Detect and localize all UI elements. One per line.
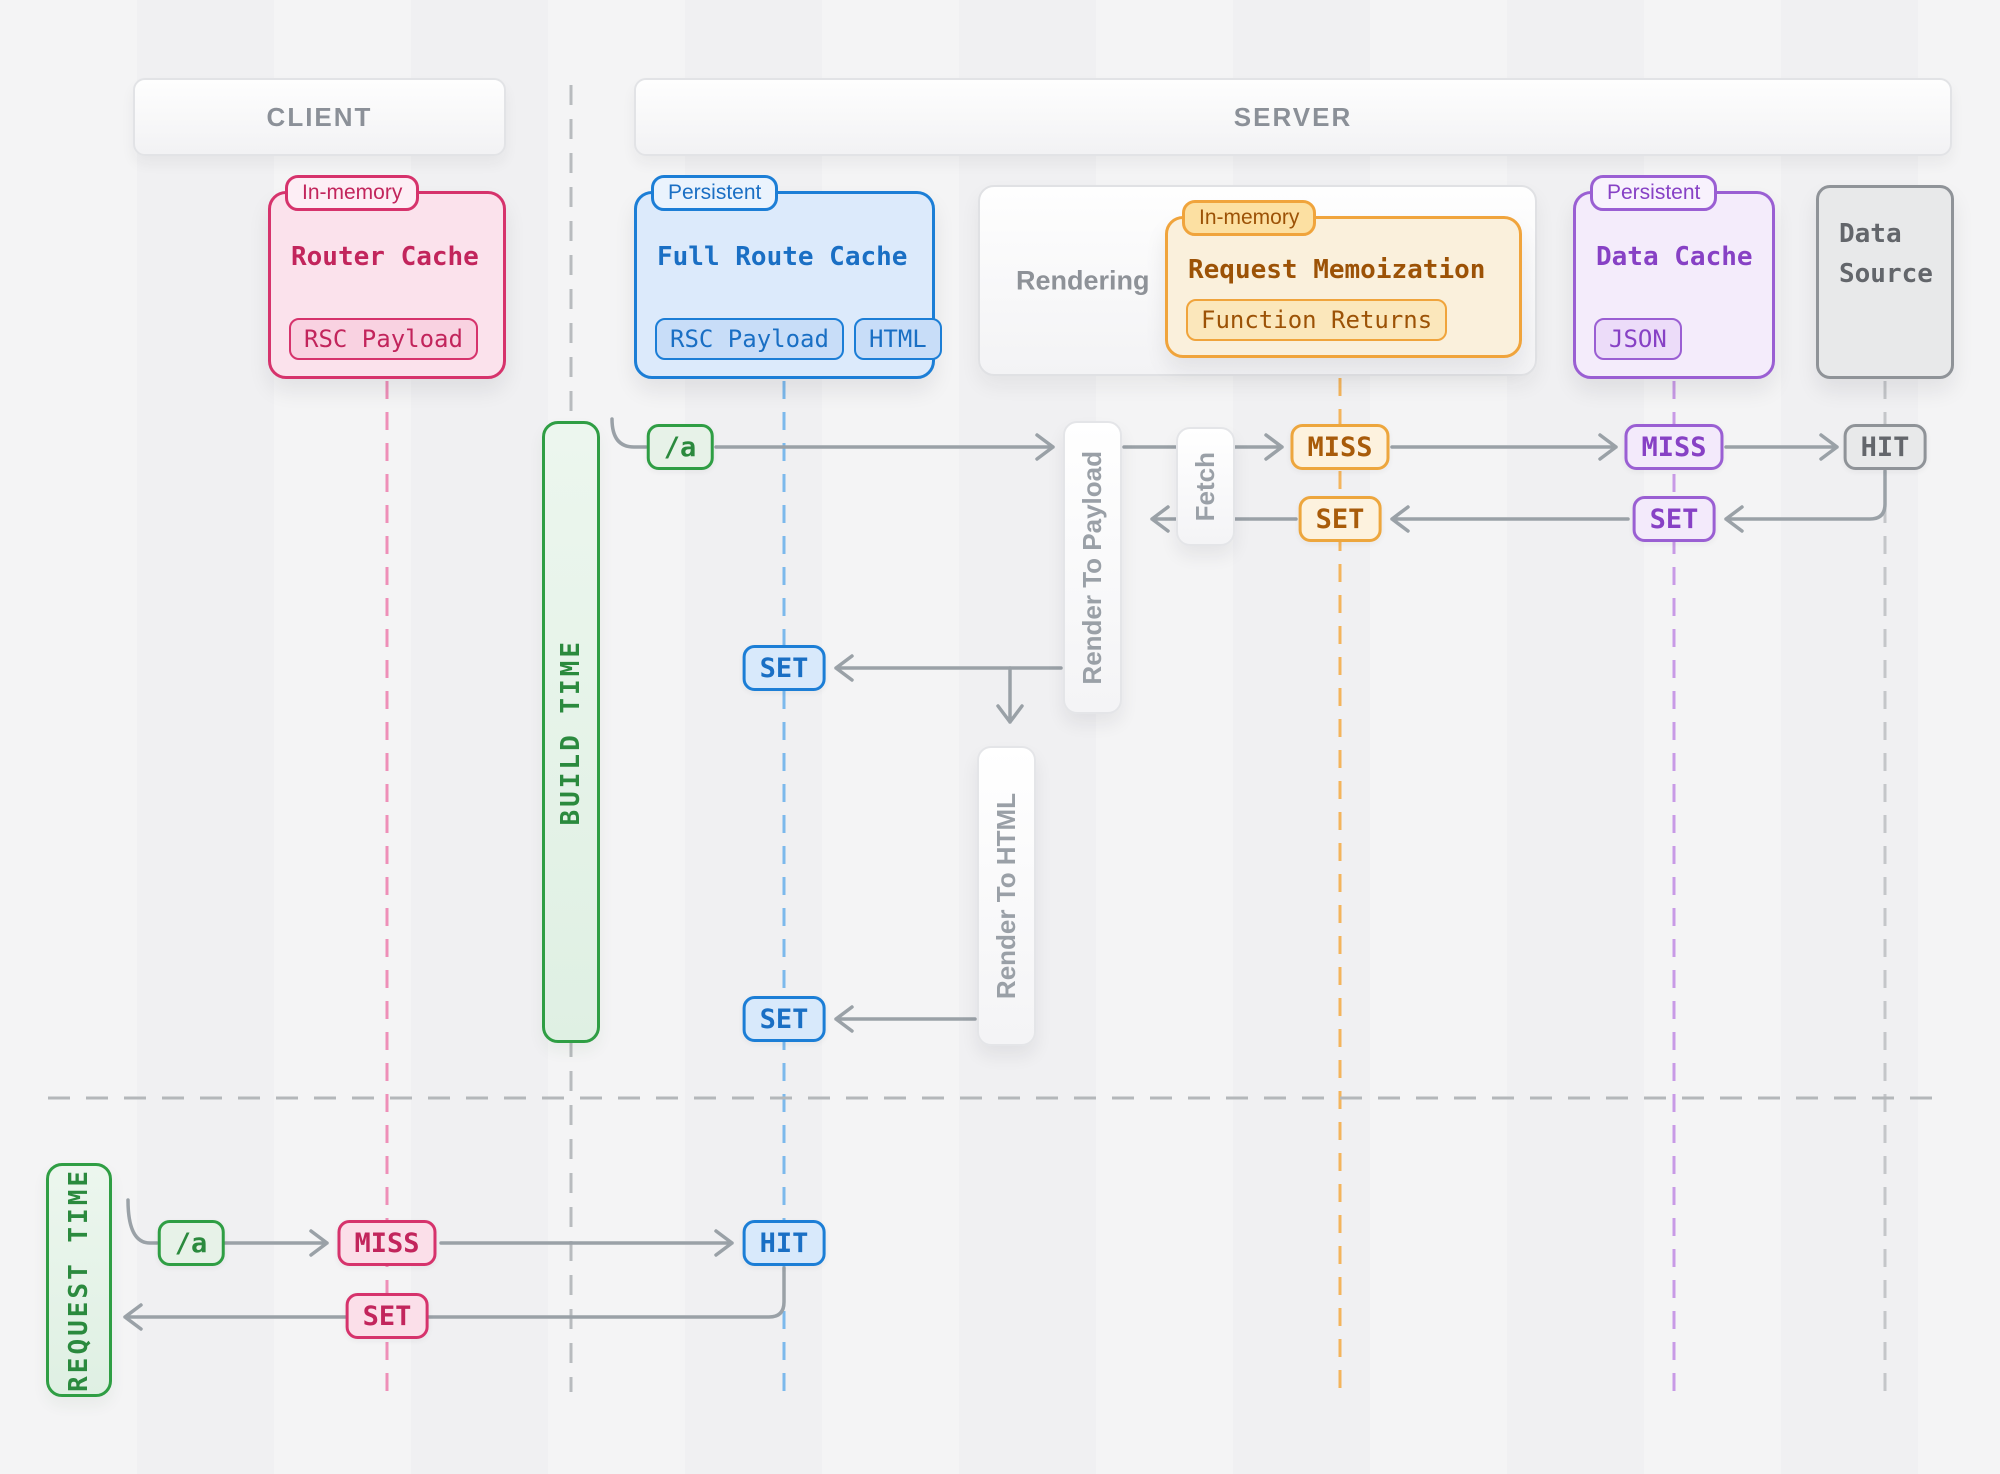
memoization-set-badge: SET — [1298, 496, 1382, 542]
arrow-router-miss-to-frc-hit — [439, 1229, 734, 1257]
data-source-title: Data Source — [1839, 219, 1933, 290]
arrow-hit-to-datacache-set — [1724, 469, 1887, 533]
request-time-lane: REQUEST TIME — [46, 1163, 112, 1397]
data-cache-chip-json: JSON — [1594, 318, 1682, 360]
arrow-memo-miss-to-datacache-miss — [1390, 433, 1618, 461]
render-to-payload-box: Render To Payload — [1063, 421, 1122, 714]
arrow-frc-hit-to-router-set — [123, 1266, 786, 1331]
router-cache-title: Router Cache — [291, 242, 479, 272]
data-cache-box: Persistent Data Cache JSON — [1573, 175, 1775, 379]
data-cache-title: Data Cache — [1596, 242, 1753, 272]
build-time-lane: BUILD TIME — [542, 421, 600, 1043]
full-route-cache-box: Persistent Full Route Cache RSC Payload … — [634, 175, 942, 379]
data-cache-set-badge: SET — [1632, 496, 1716, 542]
data-cache-tag: Persistent — [1590, 175, 1718, 211]
render-to-html-label: Render To HTML — [991, 792, 1021, 1000]
router-cache-tag: In-memory — [285, 175, 420, 211]
router-cache-box: In-memory Router Cache RSC Payload — [268, 175, 506, 379]
full-route-set-payload-badge: SET — [742, 645, 826, 691]
request-memoization-title: Request Memoization — [1188, 255, 1486, 285]
build-route-badge: /a — [646, 424, 714, 470]
render-to-html-box: Render To HTML — [977, 746, 1036, 1046]
arrow-payload-to-frc-set — [834, 654, 1063, 682]
router-cache-miss-badge: MISS — [337, 1220, 437, 1266]
server-header: SERVER — [634, 78, 1952, 156]
data-cache-miss-badge: MISS — [1624, 424, 1724, 470]
server-header-label: SERVER — [1233, 101, 1353, 132]
arrow-payload-to-render-html — [996, 666, 1024, 724]
rendering-label: Rendering — [1016, 265, 1150, 295]
arrow-datacache-set-to-memo-set — [1390, 505, 1630, 533]
router-cache-set-badge: SET — [345, 1293, 429, 1339]
build-time-label: BUILD TIME — [556, 638, 586, 826]
fetch-label: Fetch — [1190, 451, 1220, 522]
memoization-miss-badge: MISS — [1290, 424, 1390, 470]
fetch-box: Fetch — [1176, 427, 1235, 546]
arrow-build-start-elbow — [610, 417, 648, 449]
client-header: CLIENT — [133, 78, 506, 156]
request-memoization-tag: In-memory — [1182, 200, 1317, 236]
arrow-datacache-miss-to-hit — [1724, 433, 1839, 461]
arrow-route-to-router-miss — [223, 1229, 329, 1257]
request-time-label: REQUEST TIME — [64, 1168, 94, 1392]
request-route-badge: /a — [157, 1220, 225, 1266]
router-cache-chip-rsc-payload: RSC Payload — [289, 318, 478, 360]
client-header-label: CLIENT — [266, 101, 373, 132]
full-route-cache-chip-rsc-payload: RSC Payload — [655, 318, 844, 360]
full-route-cache-chip-html: HTML — [853, 318, 942, 360]
request-memoization-chip-function-returns: Function Returns — [1186, 299, 1448, 341]
full-route-cache-title: Full Route Cache — [657, 242, 908, 272]
request-memoization-box: In-memory Request Memoization Function R… — [1165, 200, 1522, 358]
arrow-request-start-elbow — [126, 1198, 159, 1245]
full-route-hit-badge: HIT — [742, 1220, 826, 1266]
data-source-box: Data Source — [1816, 185, 1954, 379]
data-source-hit-badge: HIT — [1843, 424, 1927, 470]
render-to-payload-label: Render To Payload — [1077, 450, 1107, 685]
arrow-html-to-frc-set — [834, 1005, 977, 1033]
full-route-cache-tag: Persistent — [651, 175, 779, 211]
full-route-set-html-badge: SET — [742, 996, 826, 1042]
arrow-route-to-payload — [714, 433, 1055, 461]
